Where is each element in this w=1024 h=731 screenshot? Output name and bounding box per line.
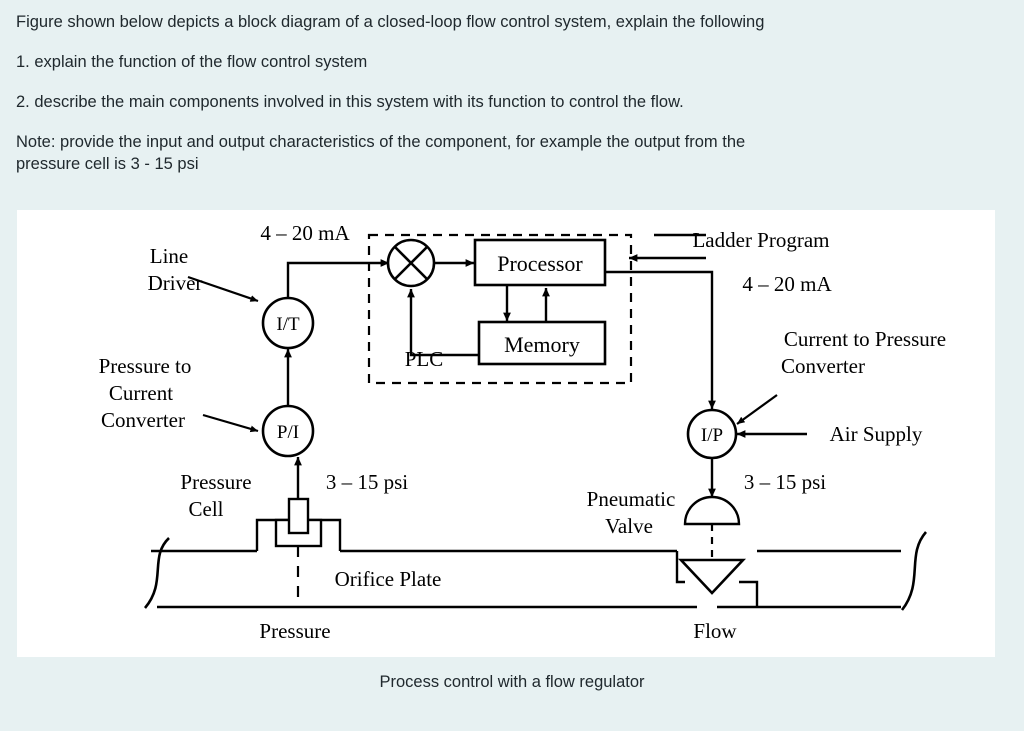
prompt-note-line-2: pressure cell is 3 - 15 psi (16, 155, 199, 173)
air-supply-label: Air Supply (830, 422, 923, 446)
p-to-i-label-1: Pressure to (99, 354, 192, 378)
prompt-line-2: 1. explain the function of the flow cont… (16, 53, 368, 71)
orifice-plate-label: Orifice Plate (335, 567, 442, 591)
p-to-i-label-2: Current (109, 381, 173, 405)
signal-label-ma-left: 4 – 20 mA (260, 221, 350, 245)
pneumatic-valve-label-1: Pneumatic (587, 487, 676, 511)
line-driver-label-1: Line (150, 244, 188, 268)
pneumatic-valve-label-2: Valve (605, 514, 653, 538)
signal-label-psi-left: 3 – 15 psi (326, 470, 408, 494)
plc-label: PLC (405, 347, 444, 371)
figure-card: I/T P/I I/P Processor Memory PLC 4 – 20 … (17, 210, 995, 657)
node-it-circle (261, 296, 315, 350)
node-it-label: I/T (276, 314, 300, 335)
node-ip-circle (686, 408, 738, 460)
node-pi-label: P/I (277, 422, 299, 443)
p-to-i-label-3: Converter (101, 408, 185, 432)
pressure-cell-stem (287, 497, 310, 535)
processor-block (473, 238, 607, 287)
block-diagram: I/T P/I I/P Processor Memory PLC 4 – 20 … (99, 221, 946, 643)
prompt-note-line-1: Note: provide the input and output chara… (16, 133, 746, 151)
valve-body-triangle (677, 558, 747, 595)
memory-block (477, 320, 607, 366)
flow-label: Flow (693, 619, 737, 643)
valve-actuator-dome (683, 495, 741, 526)
signal-line-processor-to-ip (605, 270, 716, 410)
signal-label-ma-right: 4 – 20 mA (742, 272, 832, 296)
signal-line-memory-feedback (407, 288, 479, 357)
ladder-program-label: Ladder Program (692, 228, 829, 252)
pressure-cell-label-2: Cell (189, 497, 224, 521)
figure-caption: Process control with a flow regulator (379, 673, 645, 691)
i-to-p-label-1: Current to Pressure (784, 327, 946, 351)
leader-line-driver (187, 275, 259, 303)
pressure-cell-label-1: Pressure (180, 470, 251, 494)
valve-pipe-link-left (675, 551, 685, 584)
signal-label-psi-right: 3 – 15 psi (744, 470, 826, 494)
node-pi-circle (261, 404, 315, 458)
summing-junction-cross (394, 246, 428, 280)
prompt-line-3: 2. describe the main components involved… (16, 93, 684, 111)
valve-pipe-link-right (739, 580, 759, 607)
i-to-p-label-2: Converter (781, 354, 865, 378)
node-ip-label: I/P (701, 425, 723, 446)
processor-label: Processor (497, 251, 583, 276)
line-driver-label-2: Driver (148, 271, 203, 295)
leader-pressure-to-current (202, 413, 259, 433)
prompt-line-1: Figure shown below depicts a block diagr… (16, 13, 765, 31)
pressure-label: Pressure (259, 619, 330, 643)
signal-line-it-to-sum (286, 259, 390, 298)
pipe-break-left (144, 537, 170, 609)
leader-current-to-pressure (736, 394, 778, 425)
prompt-text-block: Figure shown below depicts a block diagr… (16, 0, 1008, 175)
memory-label: Memory (504, 332, 580, 357)
plc-boundary (367, 233, 633, 385)
pipe-break-right (900, 531, 928, 611)
